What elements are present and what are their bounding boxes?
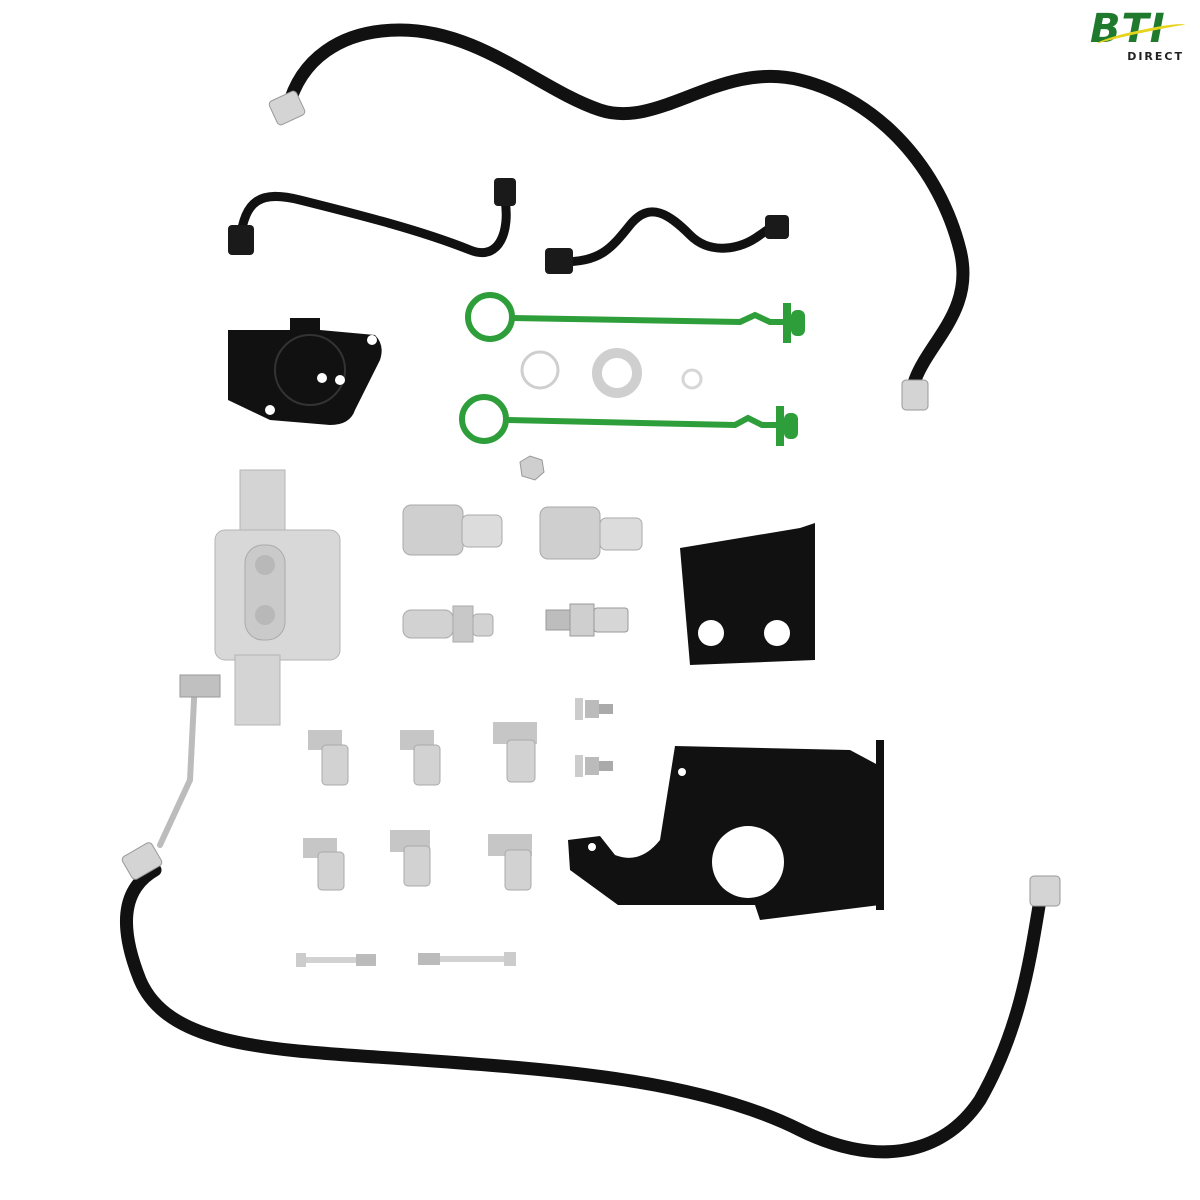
long-hose-top	[268, 23, 970, 411]
flat-washer	[592, 348, 642, 398]
bracket-small	[680, 523, 815, 665]
long-hose-bottom	[120, 842, 1061, 1159]
elbow-fitting-4	[303, 838, 345, 891]
bolt-2	[575, 755, 613, 777]
elbow-fitting-1	[308, 730, 349, 786]
adapter-fitting-2	[545, 603, 629, 637]
snap-ring	[520, 350, 560, 390]
green-dust-cap-2	[459, 394, 798, 446]
black-valve-cover	[228, 318, 382, 425]
bracket-large	[568, 740, 884, 920]
bti-direct-logo: BTI DIRECT	[1090, 8, 1190, 68]
pin-2	[418, 952, 516, 966]
black-tube-right	[545, 207, 789, 274]
coupler-2	[539, 506, 643, 560]
bolt-1	[575, 698, 613, 720]
elbow-fitting-3	[493, 722, 537, 783]
elbow-fitting-2	[400, 730, 441, 786]
green-dust-cap-1	[465, 292, 805, 343]
elbow-fitting-5	[390, 830, 431, 887]
coupler-1	[402, 504, 503, 556]
elbow-fitting-6	[488, 834, 532, 891]
aluminum-valve-body	[214, 469, 341, 726]
logo-brand: BTI	[1090, 6, 1166, 52]
o-ring	[681, 368, 703, 390]
logo-subtitle: DIRECT	[1127, 50, 1184, 63]
black-tube-left	[228, 178, 516, 257]
adapter-fitting-1	[402, 605, 494, 643]
pin-1	[296, 953, 376, 967]
hex-nut	[519, 455, 545, 481]
lever-rod	[157, 674, 221, 848]
